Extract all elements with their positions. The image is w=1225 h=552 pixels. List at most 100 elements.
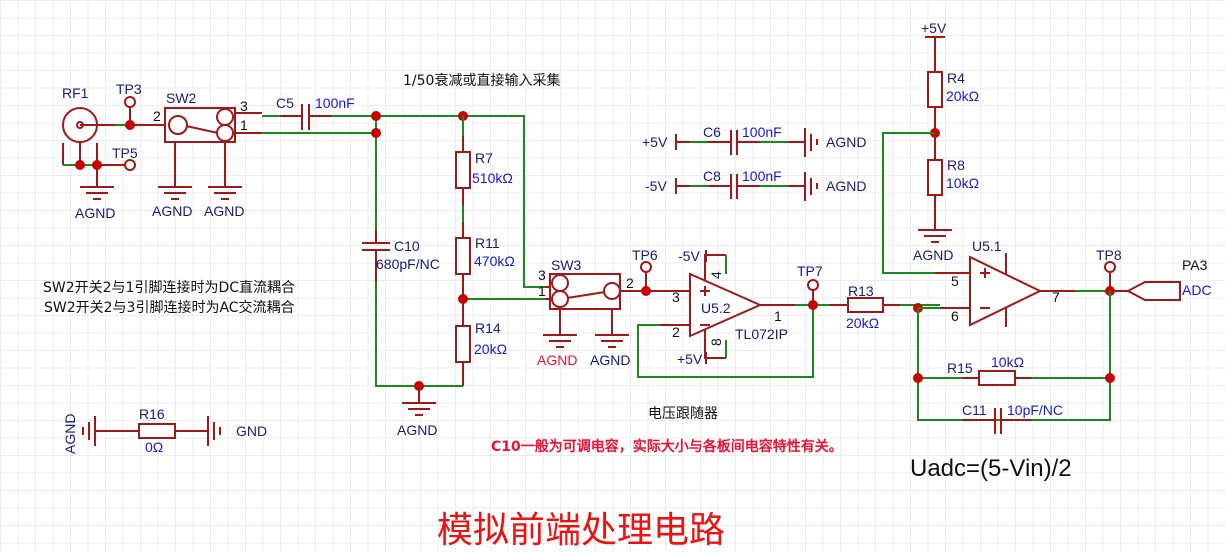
- c10-note: C10一般为可调电容，实际大小与各板间电容特性有关。: [491, 438, 843, 455]
- sw2-pin-2: 2: [153, 108, 161, 124]
- c5-capacitor[interactable]: [280, 104, 332, 130]
- agnd-ground-icon: [208, 186, 242, 200]
- agnd-ground-icon: [595, 334, 629, 348]
- u5-1-pin-6: 6: [951, 308, 959, 324]
- r13-label: R13: [848, 283, 874, 299]
- junction: [75, 160, 85, 170]
- tp8-label: TP8: [1096, 247, 1122, 263]
- r16-resistor[interactable]: [95, 423, 208, 439]
- gnd-ground-icon: [207, 416, 221, 446]
- c8-value: 100nF: [742, 168, 782, 184]
- tp5-testpoint[interactable]: [97, 159, 136, 171]
- junction: [913, 373, 923, 383]
- u5-1-opamp[interactable]: [935, 253, 1075, 327]
- tp7-testpoint[interactable]: [807, 279, 819, 305]
- voltage-follower-note: 电压跟随器: [648, 406, 718, 422]
- c10-capacitor[interactable]: [362, 230, 390, 282]
- agnd-net-label: AGND: [590, 352, 630, 368]
- r7-value: 510kΩ: [472, 170, 513, 186]
- u5-2-opamp[interactable]: [660, 250, 795, 364]
- c6-value: 100nF: [742, 124, 782, 140]
- c5-label: C5: [276, 95, 294, 111]
- r7-resistor[interactable]: [455, 136, 471, 205]
- r4-resistor[interactable]: [927, 37, 943, 133]
- sw2-ac-note: SW2开关2与3引脚连接时为AC交流耦合: [44, 299, 295, 316]
- attenuation-note: 1/50衰减或直接输入采集: [403, 72, 560, 89]
- tp5-label: TP5: [112, 145, 138, 161]
- r15-resistor[interactable]: [962, 370, 1032, 386]
- agnd-net-label: AGND: [913, 247, 953, 263]
- agnd-net-label: AGND: [826, 178, 866, 194]
- c11-value: 10pF/NC: [1007, 402, 1063, 418]
- c11-capacitor[interactable]: [962, 408, 1032, 434]
- sw2-dc-note: SW2开关2与1引脚连接时为DC直流耦合: [43, 279, 295, 296]
- r8-value: 10kΩ: [946, 175, 979, 191]
- tp6-label: TP6: [632, 247, 658, 263]
- agnd-net-label: AGND: [75, 205, 115, 221]
- r11-value: 470kΩ: [474, 253, 515, 269]
- r15-label: R15: [947, 360, 973, 376]
- junction: [641, 286, 651, 296]
- agnd-net-label: AGND: [204, 203, 244, 219]
- r4-value: 20kΩ: [946, 88, 979, 104]
- sw3-pin-3: 3: [538, 267, 546, 283]
- p5v-net-label: +5V: [921, 20, 947, 36]
- junction: [371, 128, 381, 138]
- feedback-wire: [637, 305, 814, 378]
- wire: [882, 132, 935, 274]
- sw3-label: SW3: [551, 257, 582, 273]
- agnd-ground-icon: [158, 186, 192, 200]
- r4-label: R4: [947, 70, 965, 86]
- agnd-ground-icon: [402, 402, 436, 416]
- u5-2-pin-2: 2: [672, 324, 680, 340]
- r11-label: R11: [475, 235, 500, 251]
- r16-value: 0Ω: [145, 439, 163, 455]
- agnd-ground-icon: [918, 229, 952, 243]
- r14-label: R14: [475, 320, 501, 336]
- wire: [332, 115, 545, 288]
- sw2-pin-1: 1: [240, 117, 248, 133]
- sw2-pin-3: 3: [240, 98, 248, 114]
- r8-resistor[interactable]: [927, 133, 943, 230]
- r15-value: 10kΩ: [991, 354, 1024, 370]
- wire: [375, 282, 463, 387]
- junction: [125, 120, 135, 130]
- agnd-net-label: AGND: [152, 203, 192, 219]
- r13-resistor[interactable]: [830, 297, 900, 313]
- r11-resistor[interactable]: [455, 222, 471, 299]
- rf1-connector[interactable]: [62, 107, 115, 165]
- tp3-testpoint[interactable]: [124, 96, 136, 125]
- pa3-net-port[interactable]: [1110, 281, 1181, 301]
- sw3-switch[interactable]: [545, 273, 645, 335]
- p5v-net-label: +5V: [677, 351, 703, 367]
- rf1-label: RF1: [62, 85, 89, 101]
- u5-1-label: U5.1: [972, 238, 1002, 254]
- u5-2-part: TL072IP: [735, 326, 788, 342]
- junction: [1105, 373, 1115, 383]
- tp7-label: TP7: [797, 263, 823, 279]
- c5-value: 100nF: [315, 95, 355, 111]
- u5-1-pin-7: 7: [1052, 289, 1060, 305]
- u5-2-pin-4: 4: [708, 271, 724, 279]
- c11-label: C11: [962, 402, 987, 418]
- agnd-ground-icon: [543, 334, 577, 348]
- u5-1-pin-5: 5: [951, 273, 959, 289]
- agnd-net-label: AGND: [826, 134, 866, 150]
- r7-label: R7: [475, 150, 493, 166]
- junction: [371, 111, 381, 121]
- agnd-net-label: AGND: [397, 422, 437, 438]
- agnd-ground-icon: [804, 128, 818, 157]
- c8-label: C8: [703, 168, 721, 184]
- u5-2-pin-1: 1: [774, 308, 782, 324]
- tp3-label: TP3: [116, 81, 142, 97]
- agnd-ground-icon: [80, 186, 114, 200]
- r8-label: R8: [947, 157, 965, 173]
- sw3-pin-2: 2: [626, 275, 634, 291]
- pa3-label: PA3: [1182, 257, 1208, 273]
- r14-resistor[interactable]: [455, 299, 471, 386]
- sw2-switch[interactable]: [164, 107, 262, 187]
- n5v-net-label: -5V: [678, 248, 700, 264]
- r16-label: R16: [139, 406, 165, 422]
- p5v-net-label: +5V: [642, 134, 668, 150]
- c10-label: C10: [394, 238, 420, 254]
